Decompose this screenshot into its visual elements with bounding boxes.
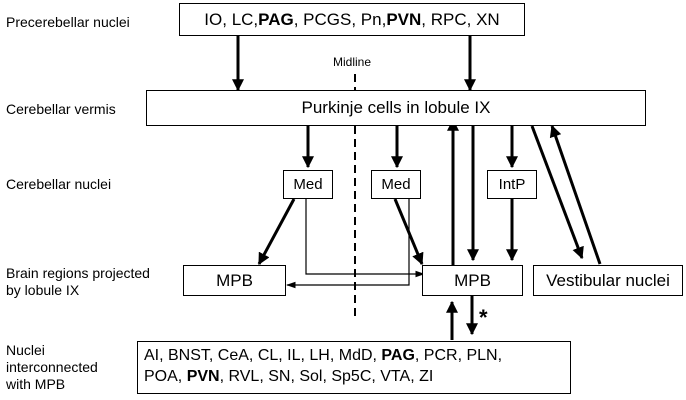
arrow-med-left-to-mpb-left xyxy=(257,198,296,266)
row-label-vermis: Cerebellar vermis xyxy=(6,101,116,117)
interconnected-nucleus-segment: PVN xyxy=(186,368,220,385)
arrow-vestibular-to-purkinje xyxy=(549,124,602,265)
precerebellar-nuclei-box: IO, LC, PAG, PCGS, Pn, PVN, RPC, XN xyxy=(179,3,525,36)
mpb-left-box: MPB xyxy=(183,265,286,296)
asterisk-label: * xyxy=(479,305,488,330)
interconnected-nucleus-segment: , RVL, SN, Sol, Sp5C, VTA, ZI xyxy=(219,368,434,385)
precerebellar-nucleus-segment: IO, LC, xyxy=(204,9,259,29)
arrow-med-left-to-mpb-center xyxy=(305,199,425,278)
arrow-purkinje-to-vestibular xyxy=(530,125,584,260)
med-left-box: Med xyxy=(283,170,333,199)
precerebellar-nucleus-segment: PVN xyxy=(386,9,422,29)
precerebellar-nucleus-segment: , RPC, XN xyxy=(421,9,500,29)
med-right-box: Med xyxy=(371,170,421,199)
intp-box: IntP xyxy=(487,170,537,199)
vestibular-nuclei-box: Vestibular nuclei xyxy=(533,265,683,296)
precerebellar-nucleus-segment: PAG xyxy=(258,9,294,29)
row-label-interconnected: Nuclei interconnected with MPB xyxy=(6,342,98,392)
nuclei-line: AI, BNST, CeA, CL, IL, LH, MdD, PAG, PCR… xyxy=(144,345,564,366)
midline-label: Midline xyxy=(333,55,372,69)
interconnected-nucleus-segment: , PCR, PLN, xyxy=(414,347,503,364)
precerebellar-nucleus-segment: , PCGS, Pn, xyxy=(293,9,387,29)
nuclei-line: POA, PVN, RVL, SN, Sol, Sp5C, VTA, ZI xyxy=(144,366,564,387)
mpb-center-box: MPB xyxy=(422,265,523,296)
purkinje-cells-box: Purkinje cells in lobule IX xyxy=(146,90,646,126)
row-label-cerebellar-nuclei: Cerebellar nuclei xyxy=(6,176,112,192)
interconnected-nucleus-segment: PAG xyxy=(381,347,415,364)
row-label-precerebellar: Precerebellar nuclei xyxy=(6,14,130,30)
interconnected-nucleus-segment: POA, xyxy=(144,368,187,385)
arrow-med-right-to-mpb-left xyxy=(286,199,410,289)
row-label-projected: Brain regions projected by lobule IX xyxy=(6,265,150,298)
interconnected-nuclei-box: AI, BNST, CeA, CL, IL, LH, MdD, PAG, PCR… xyxy=(137,341,571,394)
interconnected-nucleus-segment: AI, BNST, CeA, CL, IL, LH, MdD, xyxy=(144,347,382,364)
